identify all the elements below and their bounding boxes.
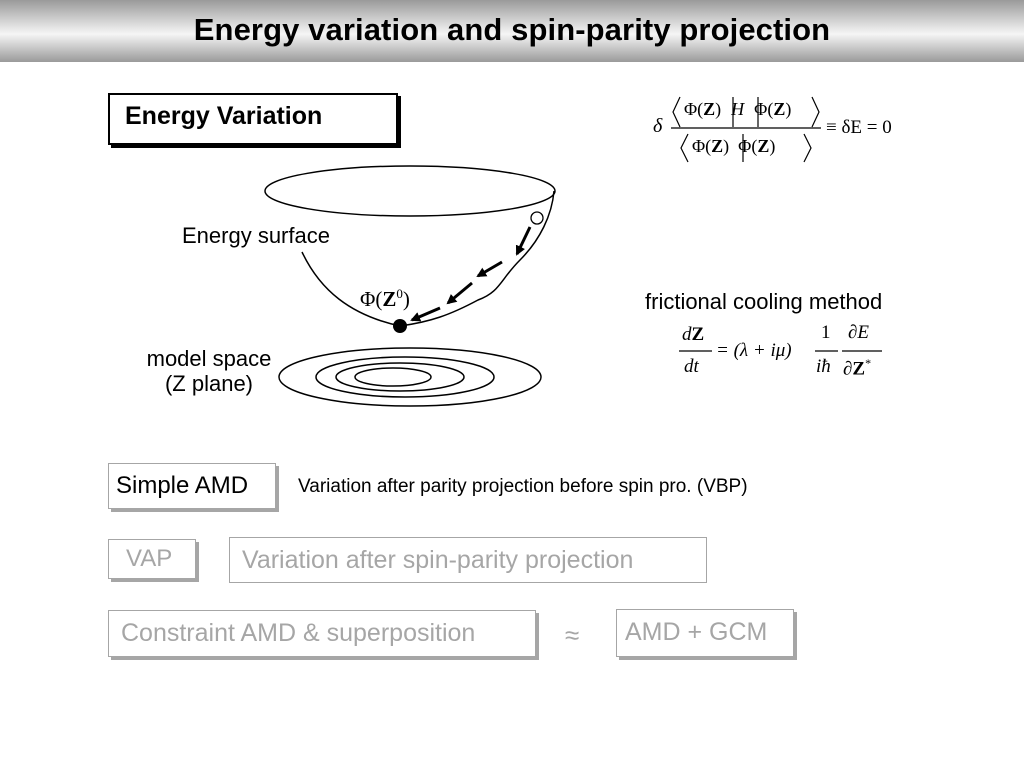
simple-amd-description: Variation after parity projection before… bbox=[298, 476, 748, 497]
cool-frac1-den: iħ bbox=[816, 356, 831, 377]
cool-partial: ∂ bbox=[843, 358, 853, 380]
eq-num-z2: Z bbox=[773, 99, 786, 119]
vap-description: Variation after spin-parity projection bbox=[242, 546, 634, 574]
cool-equals: = (λ + iμ) bbox=[716, 340, 792, 361]
phi-open-paren: ( bbox=[375, 287, 383, 311]
energy-surface-label: Energy surface bbox=[182, 223, 330, 248]
start-point bbox=[530, 211, 544, 225]
cool-frac1-num: 1 bbox=[821, 322, 831, 343]
cool-d: d bbox=[682, 324, 692, 345]
amd-gcm-label: AMD + GCM bbox=[625, 618, 768, 646]
simple-amd-box: Simple AMD bbox=[108, 463, 276, 509]
eq-num-z1: Z bbox=[703, 99, 716, 119]
cooling-equation: dZ dt = (λ + iμ) 1 iħ ∂E ∂Z* bbox=[682, 322, 871, 380]
phi-z: Z bbox=[382, 287, 397, 311]
z-plane-contour-3 bbox=[335, 362, 465, 392]
phi-symbol: Φ bbox=[360, 287, 376, 311]
cool-lhs-num: dZ bbox=[682, 324, 704, 346]
phi-z0-label: Φ(Z0) bbox=[360, 286, 410, 312]
energy-variation-label: Energy Variation bbox=[125, 102, 323, 130]
model-space-label: model space (Z plane) bbox=[136, 346, 282, 396]
eq-num-phi1: Φ( bbox=[684, 99, 704, 119]
eq-num-close2: ) bbox=[785, 99, 792, 119]
cool-frac2-num: ∂E bbox=[848, 322, 869, 343]
cool-lhs-den: dt bbox=[684, 356, 699, 377]
eq-num-close1: ) bbox=[715, 99, 722, 119]
energy-variation-box: Energy Variation bbox=[108, 93, 398, 145]
vap-box: VAP bbox=[108, 539, 196, 579]
eq-num-h: H bbox=[731, 99, 745, 119]
cool-den-z: Z bbox=[852, 358, 866, 380]
phi-close-paren: ) bbox=[402, 287, 410, 311]
cool-star: * bbox=[865, 356, 872, 370]
z-plane-contour-4 bbox=[354, 367, 432, 387]
z-plane-contour-1 bbox=[278, 347, 542, 407]
bowl-left-side bbox=[301, 251, 401, 327]
cooling-label: frictional cooling method bbox=[645, 289, 883, 314]
title-bar: Energy variation and spin-parity project… bbox=[0, 0, 1024, 62]
cool-frac2-den: ∂Z* bbox=[843, 356, 871, 380]
braket-lines bbox=[671, 96, 882, 352]
phi-superscript: 0 bbox=[396, 286, 403, 301]
eq-denominator: Φ(Z)Φ(Z) bbox=[692, 136, 775, 157]
constraint-amd-box: Constraint AMD & superposition bbox=[108, 610, 536, 657]
approx-symbol: ≈ bbox=[565, 620, 580, 650]
eq-den-phi2: Φ( bbox=[738, 136, 758, 156]
bowl-right-side bbox=[399, 190, 555, 327]
model-space-line1: model space bbox=[146, 346, 272, 371]
slide-title: Energy variation and spin-parity project… bbox=[193, 12, 831, 47]
cooling-arrow-4 bbox=[410, 306, 441, 322]
amd-gcm-box: AMD + GCM bbox=[616, 609, 794, 657]
bowl-rim bbox=[264, 165, 556, 217]
eq-den-close2: ) bbox=[769, 136, 776, 156]
cooling-arrow-2 bbox=[476, 260, 503, 278]
eq-den-z2: Z bbox=[757, 136, 770, 156]
vap-label: VAP bbox=[126, 545, 173, 572]
eq-rhs: ≡ δE = 0 bbox=[826, 117, 892, 138]
cooling-arrow-3 bbox=[446, 281, 473, 305]
eq-delta: δ bbox=[653, 115, 663, 137]
minimum-point bbox=[393, 319, 407, 333]
eq-num-phi2: Φ( bbox=[754, 99, 774, 119]
vap-description-box: Variation after spin-parity projection bbox=[229, 537, 707, 583]
eq-den-z1: Z bbox=[711, 136, 724, 156]
cool-z: Z bbox=[691, 324, 705, 345]
simple-amd-label: Simple AMD bbox=[116, 472, 249, 499]
model-space-line2: (Z plane) bbox=[164, 371, 254, 396]
z-plane-contour-2 bbox=[315, 356, 495, 398]
eq-den-close1: ) bbox=[723, 136, 730, 156]
constraint-amd-label: Constraint AMD & superposition bbox=[121, 619, 476, 647]
cooling-arrow-1 bbox=[515, 226, 532, 256]
eq-den-phi1: Φ( bbox=[692, 136, 712, 156]
